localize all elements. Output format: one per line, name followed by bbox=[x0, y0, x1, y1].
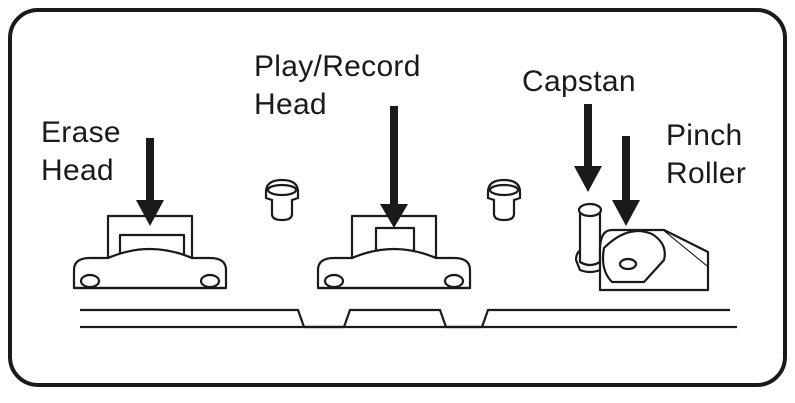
capstan-arrowhead bbox=[574, 166, 602, 192]
play-record-head-label-line2: Head bbox=[254, 88, 327, 121]
erase-head-arrowhead bbox=[136, 200, 164, 226]
tape-guide-left bbox=[264, 178, 300, 222]
arrowheads bbox=[136, 166, 640, 228]
pinch-roller-label-line2: Roller bbox=[666, 157, 747, 190]
erase-head bbox=[72, 214, 228, 290]
play-record-head-arrowhead bbox=[380, 204, 408, 228]
erase-head-label-line1: Erase bbox=[41, 116, 121, 149]
play-record-head-label: Play/Record Head bbox=[254, 48, 421, 124]
pinch-roller-label-line1: Pinch bbox=[666, 119, 743, 152]
pinch-roller-label: Pinch Roller bbox=[666, 117, 746, 193]
play-record-head bbox=[316, 214, 472, 290]
play-record-head-label-line1: Play/Record bbox=[254, 50, 421, 83]
erase-head-label-line2: Head bbox=[41, 154, 114, 187]
tape-path bbox=[80, 308, 737, 329]
tape-guide-right bbox=[486, 178, 522, 222]
capstan-label-line1: Capstan bbox=[522, 65, 636, 98]
capstan-label: Capstan bbox=[522, 63, 636, 101]
capstan-assembly bbox=[574, 202, 710, 292]
erase-head-label: Erase Head bbox=[41, 114, 121, 190]
pinch-roller-arrowhead bbox=[612, 200, 640, 226]
callout-arrows bbox=[146, 104, 630, 206]
diagram-frame bbox=[8, 8, 787, 387]
